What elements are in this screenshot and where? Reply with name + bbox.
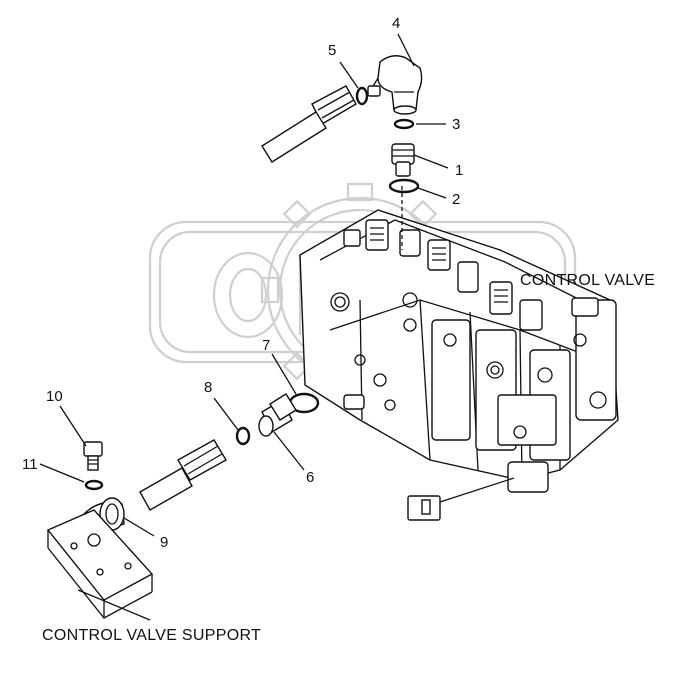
washer-11	[84, 479, 104, 491]
control-valve-body	[299, 209, 619, 521]
o-ring-3	[393, 118, 415, 130]
lower-fittings	[83, 392, 320, 531]
o-ring-2	[388, 178, 420, 194]
fitting-6	[258, 393, 297, 437]
o-ring-8	[235, 426, 251, 446]
upper-fittings	[261, 55, 423, 250]
callout-2: 2	[452, 191, 460, 208]
callout-6: 6	[306, 469, 314, 486]
callout-10: 10	[46, 388, 63, 405]
lower-hose	[139, 439, 227, 511]
callout-11: 11	[22, 456, 38, 473]
upper-hose	[261, 85, 357, 163]
control-valve-support-caption: CONTROL VALVE SUPPORT	[42, 627, 261, 644]
o-ring-5	[355, 86, 369, 106]
callout-7: 7	[262, 337, 270, 354]
callout-3: 3	[452, 116, 460, 133]
bolt-10	[83, 441, 103, 471]
callout-5: 5	[328, 42, 336, 59]
leader-lines	[39, 33, 449, 621]
elbow-4	[367, 55, 423, 115]
callout-8: 8	[204, 379, 212, 396]
control-valve-support	[46, 509, 154, 619]
callout-4: 4	[392, 15, 400, 32]
callout-1: 1	[455, 162, 463, 179]
control-valve-caption: CONTROL VALVE	[520, 272, 655, 289]
callout-9: 9	[160, 534, 168, 551]
callout-numbers: 4 5 3 1 2 7 8 6 10 11 9	[22, 15, 463, 551]
fitting-1	[391, 143, 415, 177]
